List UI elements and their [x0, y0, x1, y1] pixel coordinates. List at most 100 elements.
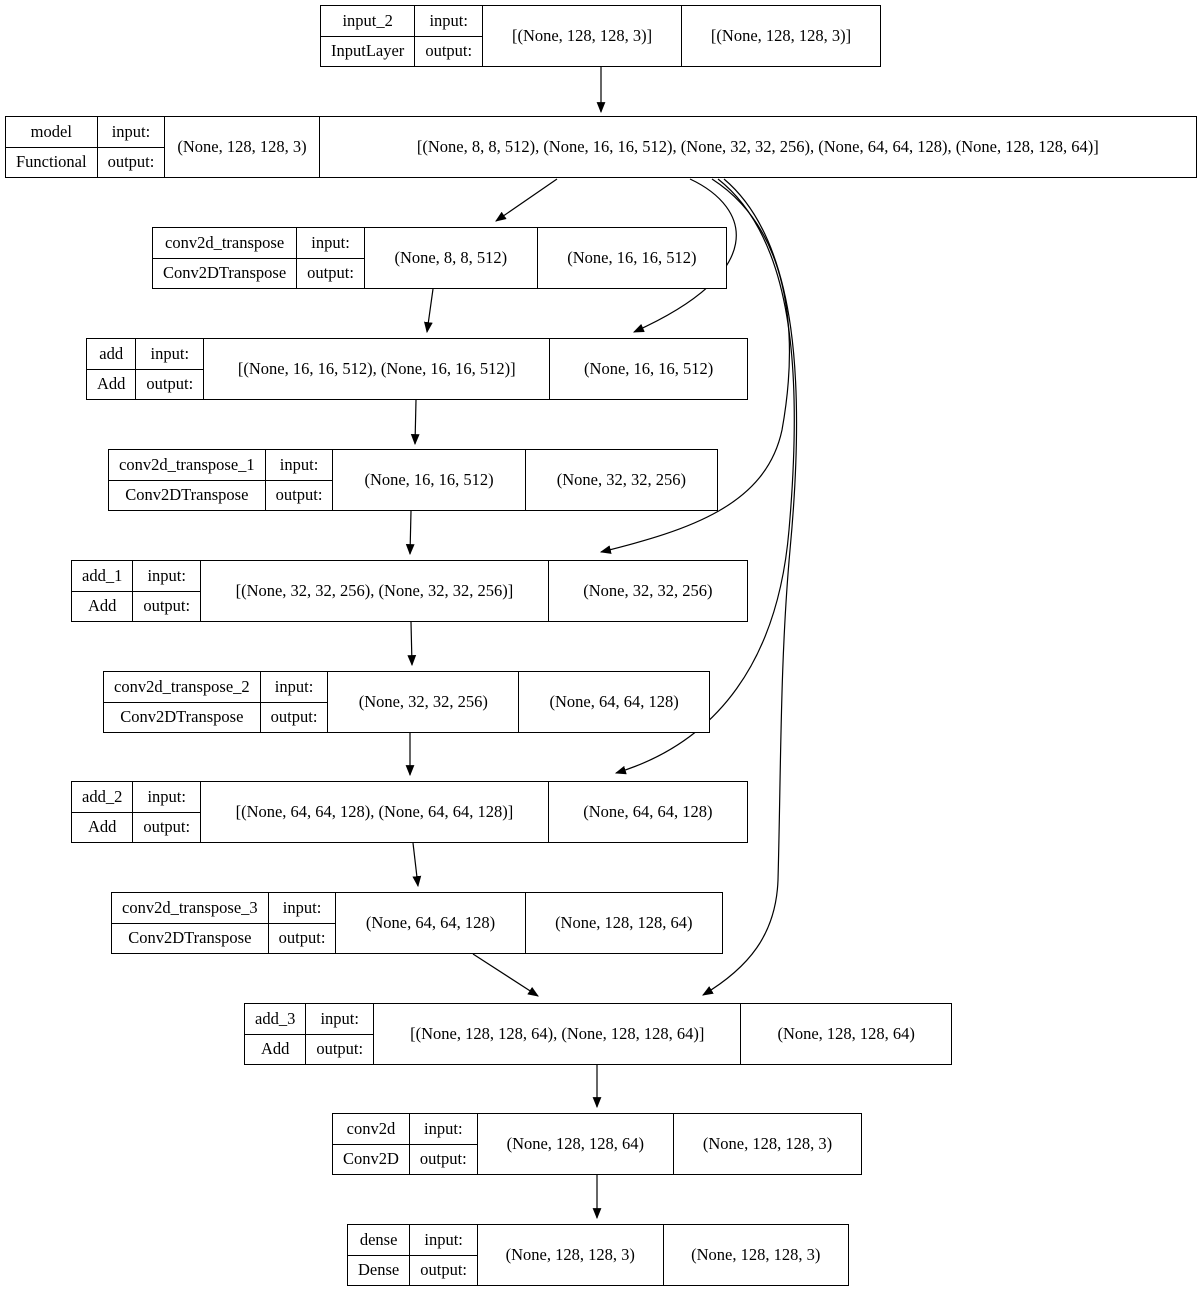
input-label: input:	[147, 565, 186, 585]
edge-add_1-to-conv2d_transpose_2	[407, 621, 417, 667]
name-type-column: add_2 Add	[72, 782, 134, 843]
node-dense: dense Dense input: output: (None, 128, 1…	[347, 1224, 849, 1286]
input-label: input:	[282, 897, 322, 917]
io-column: input: output:	[410, 1225, 478, 1285]
output-label: output:	[297, 257, 364, 289]
io-column: input: output:	[265, 450, 334, 511]
output-shape: [(None, 8, 8, 512), (None, 16, 16, 512),…	[416, 137, 1099, 156]
name-type-column: conv2d Conv2D	[333, 1114, 410, 1174]
node-add_1: add_1 Add input: output: [(None, 32, 32,…	[71, 560, 748, 622]
layer-name: add_1	[82, 565, 123, 585]
layer-type: Conv2DTranspose	[109, 479, 265, 511]
output-shape: (None, 128, 128, 64)	[777, 1024, 915, 1043]
output-shape: (None, 16, 16, 512)	[584, 359, 714, 378]
output-label: output:	[136, 368, 204, 400]
edge-add-to-conv2d_transpose_1	[410, 399, 420, 446]
edge-conv2d_transpose_1-to-add_1	[405, 510, 415, 556]
io-column: input: output:	[268, 893, 337, 954]
layer-type: InputLayer	[321, 35, 415, 67]
input-label: input:	[150, 343, 190, 363]
io-column: input: output:	[409, 1114, 478, 1175]
node-add_3: add_3 Add input: output: [(None, 128, 12…	[244, 1003, 952, 1065]
output-label: output:	[415, 35, 483, 67]
input-shape: (None, 128, 128, 3)	[478, 1225, 664, 1285]
node-input_2: input_2 InputLayer input: output: [(None…	[320, 5, 881, 67]
io-column: input: output:	[260, 672, 329, 733]
name-type-column: add_1 Add	[72, 561, 134, 622]
layer-type: Conv2D	[333, 1143, 409, 1175]
layer-type: Add	[72, 811, 133, 843]
layer-type: Dense	[348, 1254, 410, 1286]
io-column: input: output:	[133, 561, 202, 622]
output-shape: (None, 16, 16, 512)	[567, 248, 697, 267]
name-type-column: model Functional	[6, 117, 98, 177]
input-shape: (None, 128, 128, 3)	[165, 117, 320, 177]
name-type-column: dense Dense	[348, 1225, 411, 1286]
name-type-column: input_2 InputLayer	[321, 6, 416, 67]
layer-name: dense	[359, 1229, 398, 1249]
name-type-column: conv2d_transpose Conv2DTranspose	[153, 228, 298, 289]
io-column: input: output:	[306, 1004, 375, 1064]
input-shape: (None, 16, 16, 512)	[333, 450, 526, 510]
output-shape: (None, 32, 32, 256)	[556, 470, 686, 489]
input-label: input:	[111, 121, 151, 141]
layer-type: Add	[87, 368, 136, 400]
input-label: input:	[424, 1229, 463, 1249]
layer-name: add_2	[82, 786, 123, 806]
output-shape: (None, 64, 64, 128)	[549, 692, 679, 711]
input-label: input:	[429, 10, 468, 30]
output-label: output:	[97, 146, 165, 178]
layer-type: Conv2DTranspose	[153, 257, 297, 289]
layer-type: Add	[245, 1033, 306, 1065]
name-type-column: add Add	[87, 339, 137, 400]
input-label: input:	[424, 1118, 463, 1138]
input-shape: (None, 128, 128, 64)	[478, 1114, 674, 1174]
node-conv2d: conv2d Conv2D input: output: (None, 128,…	[332, 1113, 862, 1175]
edge-conv2d_transpose-to-add	[424, 288, 434, 334]
node-add_2: add_2 Add input: output: [(None, 64, 64,…	[71, 781, 748, 843]
layer-name: model	[30, 121, 72, 141]
input-shape: [(None, 128, 128, 3)]	[483, 6, 683, 66]
output-label: output:	[265, 479, 333, 511]
io-column: input: output:	[133, 782, 202, 843]
output-label: output:	[133, 811, 201, 843]
input-shape: (None, 32, 32, 256)	[328, 672, 520, 732]
input-shape: (None, 64, 64, 128)	[336, 893, 526, 953]
input-label: input:	[147, 786, 186, 806]
layer-name: conv2d_transpose	[165, 232, 285, 252]
output-label: output:	[409, 1143, 477, 1175]
layer-type: Add	[72, 590, 133, 622]
node-conv2d_transpose_1: conv2d_transpose_1 Conv2DTranspose input…	[108, 449, 718, 511]
layer-name: conv2d_transpose_2	[114, 676, 250, 696]
layer-name: input_2	[342, 10, 393, 30]
input-shape: [(None, 16, 16, 512), (None, 16, 16, 512…	[204, 339, 551, 399]
layer-name: conv2d	[346, 1118, 396, 1138]
node-conv2d_transpose_2: conv2d_transpose_2 Conv2DTranspose input…	[103, 671, 710, 733]
layer-type: Functional	[6, 146, 97, 178]
output-shape: (None, 128, 128, 3)	[702, 1134, 833, 1153]
output-label: output:	[260, 701, 328, 733]
input-label: input:	[311, 232, 350, 252]
name-type-column: conv2d_transpose_1 Conv2DTranspose	[109, 450, 266, 510]
layer-type: Conv2DTranspose	[112, 922, 268, 954]
input-shape: [(None, 64, 64, 128), (None, 64, 64, 128…	[201, 782, 549, 842]
node-add: add Add input: output: [(None, 16, 16, 5…	[86, 338, 748, 400]
output-label: output:	[133, 590, 201, 622]
io-column: input: output:	[97, 117, 166, 178]
layer-type: Conv2DTranspose	[104, 701, 260, 733]
io-column: input: output:	[136, 339, 205, 400]
output-shape: (None, 128, 128, 3)	[691, 1245, 821, 1264]
io-column: input: output:	[297, 228, 365, 288]
node-conv2d_transpose: conv2d_transpose Conv2DTranspose input: …	[152, 227, 727, 289]
output-shape: (None, 64, 64, 128)	[583, 802, 713, 821]
layer-name: add	[99, 343, 124, 363]
output-label: output:	[268, 922, 336, 954]
output-label: output:	[410, 1254, 477, 1286]
input-label: input:	[279, 454, 319, 474]
layer-name: conv2d_transpose_3	[122, 897, 258, 917]
output-shape: (None, 32, 32, 256)	[583, 581, 713, 600]
input-shape: (None, 8, 8, 512)	[365, 228, 538, 288]
output-shape: [(None, 128, 128, 3)]	[710, 26, 852, 45]
input-label: input:	[274, 676, 314, 696]
